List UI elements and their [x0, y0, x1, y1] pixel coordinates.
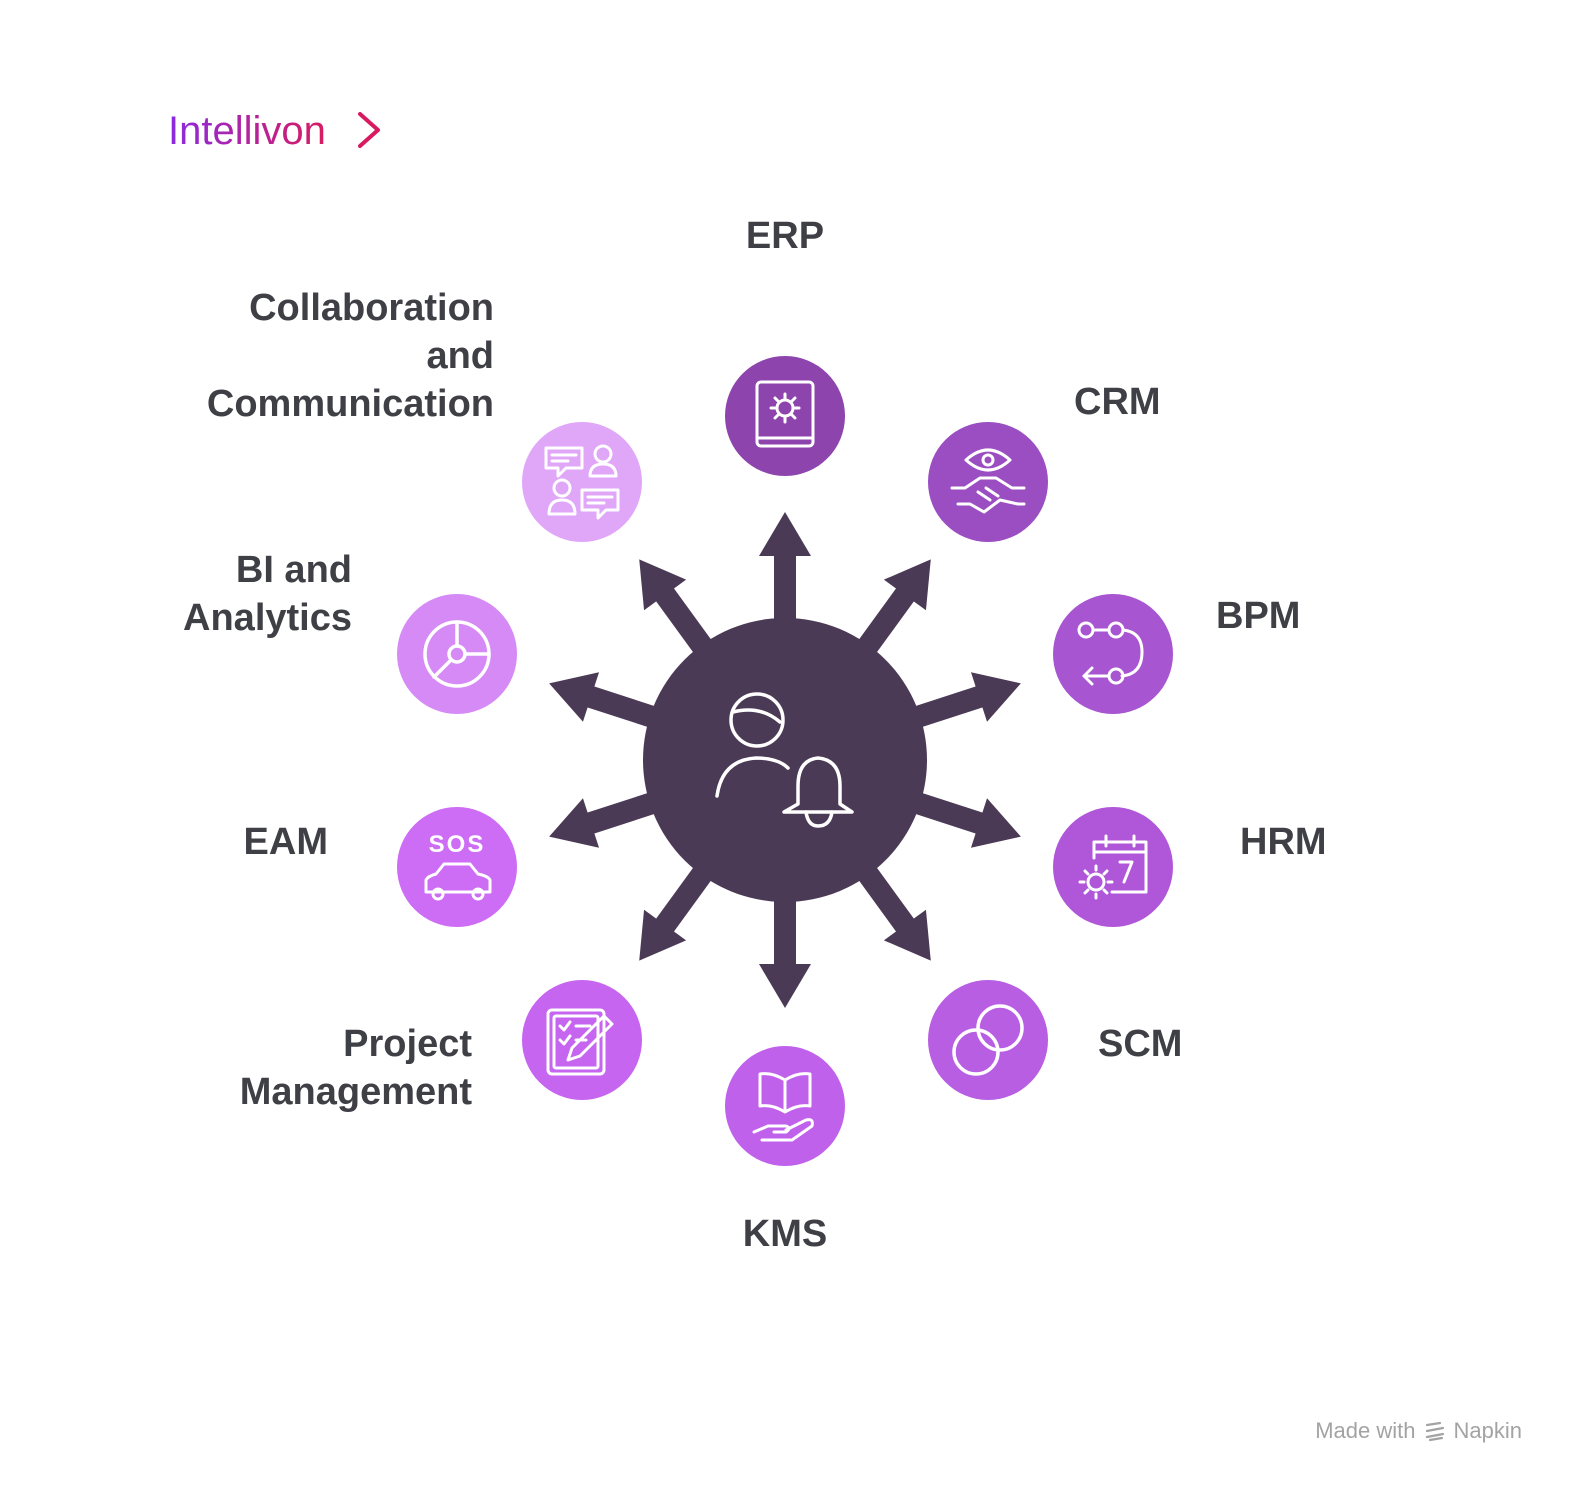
- calendar-gear-icon: [1078, 834, 1148, 900]
- label-bi-analytics: BI and Analytics: [183, 549, 352, 639]
- user-bell-icon: [715, 692, 854, 828]
- label-scm: SCM: [1098, 1023, 1183, 1065]
- pm-node: [522, 980, 642, 1100]
- sos-car-icon: [424, 862, 492, 901]
- brand-logo-text: Intellivon: [168, 106, 326, 156]
- arrow-head-scm: [883, 909, 931, 961]
- label-crm: CRM: [1074, 381, 1161, 423]
- crm-circle: [928, 422, 1048, 542]
- arrow-head-crm: [883, 559, 931, 611]
- collab-circle: [522, 422, 642, 542]
- label-eam: EAM: [243, 821, 328, 863]
- hub-circle: [643, 618, 927, 902]
- bpm-circle: [1053, 594, 1173, 714]
- made-with-napkin: Made with Napkin: [1315, 1418, 1522, 1444]
- bi-circle: [397, 594, 517, 714]
- arrow-head-pm: [639, 909, 687, 961]
- gear-book-icon: [755, 380, 815, 448]
- erp-node: [725, 356, 845, 476]
- chat-people-icon: [544, 444, 620, 520]
- linked-rings-icon: [952, 1004, 1024, 1076]
- arrow-head-eam: [549, 798, 600, 848]
- napkin-logo-icon: [1425, 1421, 1444, 1442]
- clipboard-pencil-icon: [546, 1008, 614, 1076]
- arrow-head-bi: [549, 672, 600, 722]
- kms-node: [725, 1046, 845, 1166]
- crm-node: [928, 422, 1048, 542]
- arrow-head-bpm: [970, 672, 1021, 722]
- eam-node: SOS: [397, 807, 517, 927]
- pie-chart-icon: [423, 620, 491, 688]
- collab-node: [522, 422, 642, 542]
- napkin-text: Napkin: [1453, 1418, 1522, 1443]
- arrow-head-kms: [759, 964, 811, 1008]
- eye-handshake-icon: [950, 448, 1026, 514]
- hrm-node: [1053, 807, 1173, 927]
- bpm-node: [1053, 594, 1173, 714]
- label-bpm: BPM: [1216, 595, 1301, 637]
- made-with-text: Made with: [1315, 1418, 1416, 1443]
- scm-circle: [928, 980, 1048, 1100]
- arrow-head-erp: [759, 512, 811, 556]
- hrm-circle: [1053, 807, 1173, 927]
- book-hand-icon: [752, 1072, 814, 1142]
- label-kms: KMS: [742, 1213, 828, 1255]
- label-hrm: HRM: [1240, 821, 1327, 863]
- process-flow-icon: [1077, 621, 1144, 686]
- sos-badge-text: SOS: [429, 831, 486, 858]
- label-project-management: Project Management: [239, 1023, 472, 1113]
- label-collaboration: Collaboration and Communication: [206, 287, 494, 425]
- chevron-right-icon: [358, 112, 380, 148]
- eam-circle: [397, 807, 517, 927]
- scm-node: [928, 980, 1048, 1100]
- arrow-head-collab: [639, 559, 687, 611]
- arrow-group: [549, 512, 1021, 1008]
- bi-node: [397, 594, 517, 714]
- node-group: SOS: [397, 356, 1173, 1166]
- label-erp: ERP: [745, 215, 825, 257]
- arrow-head-hrm: [970, 798, 1021, 848]
